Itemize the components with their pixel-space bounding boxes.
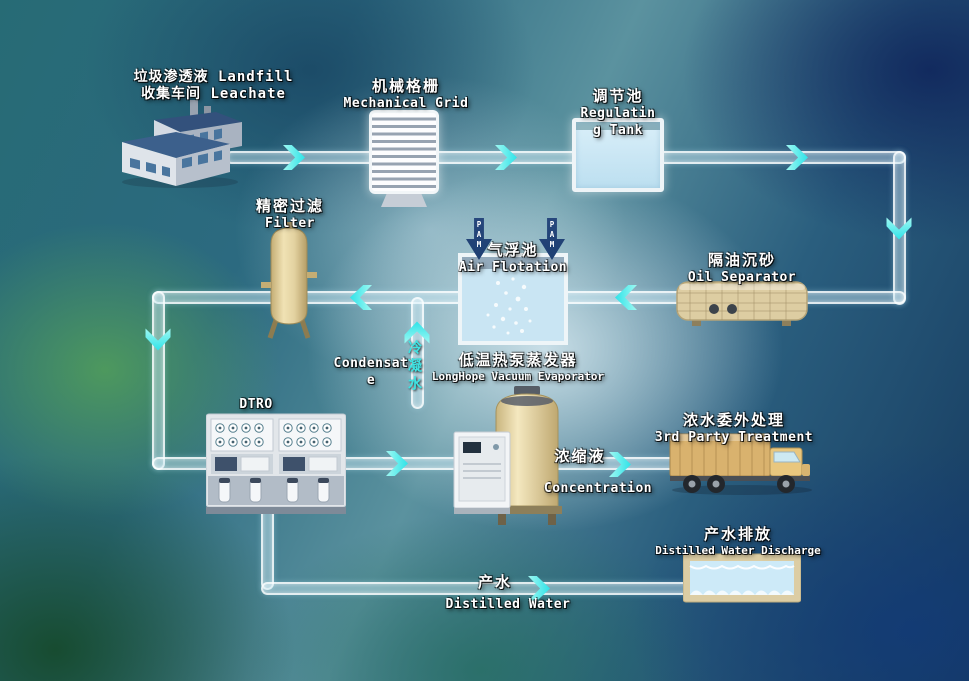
label-evaporator-zh: 低温热泵蒸发器 — [458, 351, 578, 369]
label-discharge-en: Distilled Water Discharge — [655, 544, 821, 557]
label-evaporator: 低温热泵蒸发器 LongHope Vacuum Evaporator — [418, 351, 618, 384]
label-collection: 垃圾渗透液 Landfill 收集车间 Leachate — [126, 69, 301, 103]
product-water-en-text: Distilled Water — [445, 597, 571, 612]
label-condensate-zh: 冷凝水 — [406, 340, 422, 394]
label-concentrate-zh: 浓缩液 — [542, 447, 618, 465]
label-third-party-en: 3rd Party Treatment — [654, 430, 814, 445]
filter-vessel-icon — [258, 220, 320, 344]
label-oil-separator: 隔油沉砂 Oil Separator — [676, 251, 808, 286]
label-air-flotation-en: Air Flotation — [458, 260, 568, 275]
label-dtro: DTRO — [224, 396, 288, 413]
dtro-unit-icon — [205, 412, 347, 520]
air-flotation-tank-icon — [458, 253, 568, 349]
label-third-party-zh: 浓水委外处理 — [682, 411, 785, 429]
product-water-zh-text: 产水 — [477, 573, 512, 591]
label-third-party: 浓水委外处理 3rd Party Treatment — [646, 411, 822, 446]
label-product-water-en: Distilled Water — [428, 596, 588, 613]
grid-base — [381, 194, 427, 207]
label-mechanical-grid-en: Mechanical Grid — [343, 96, 469, 111]
grid-bars — [369, 110, 439, 194]
label-regulating-tank-en1: Regulatin — [580, 106, 656, 121]
evaporator-icon — [452, 386, 562, 532]
label-dtro-name: DTRO — [239, 397, 273, 412]
label-oil-separator-zh: 隔油沉砂 — [707, 251, 776, 269]
label-air-flotation-zh: 气浮池 — [487, 241, 539, 259]
pam-label: PAM — [474, 220, 484, 250]
mechanical-grid-icon — [369, 110, 439, 207]
label-discharge-zh: 产水排放 — [703, 525, 772, 543]
pipe-segment — [152, 291, 165, 470]
label-collection-line1: 垃圾渗透液 Landfill — [133, 69, 294, 85]
oil-separator-icon — [676, 281, 808, 331]
label-air-flotation: 气浮池 Air Flotation — [451, 241, 575, 276]
concentrate-zh-text: 浓缩液 — [554, 447, 606, 465]
label-regulating-tank: 调节池 Regulatin g Tank — [566, 87, 670, 139]
label-condensate-en: Condensat e — [324, 355, 418, 389]
factory-icon — [118, 96, 246, 192]
condensate-en-line1: Condensat — [333, 356, 409, 371]
label-evaporator-en: LongHope Vacuum Evaporator — [431, 370, 605, 383]
label-regulating-tank-en2: g Tank — [593, 123, 643, 138]
label-oil-separator-en: Oil Separator — [687, 270, 797, 285]
pam-label: PAM — [547, 220, 557, 250]
label-filter: 精密过滤 Filter — [247, 197, 333, 232]
label-mechanical-grid: 机械格栅 Mechanical Grid — [336, 77, 476, 112]
label-collection-line2: 收集车间 Leachate — [141, 86, 286, 102]
label-regulating-tank-zh: 调节池 — [592, 87, 644, 105]
discharge-pool-icon — [682, 552, 802, 610]
label-mechanical-grid-zh: 机械格栅 — [371, 77, 440, 95]
label-filter-en: Filter — [265, 216, 315, 231]
label-discharge: 产水排放 Distilled Water Discharge — [650, 525, 826, 558]
regulating-tank-icon — [572, 118, 664, 192]
label-concentrate-en: Concentration — [528, 480, 668, 497]
label-filter-zh: 精密过滤 — [255, 197, 324, 215]
label-product-water-zh: 产水 — [455, 573, 535, 591]
condensate-en-line2: e — [366, 373, 376, 388]
truck-icon — [668, 430, 816, 500]
concentrate-en-text: Concentration — [543, 481, 653, 496]
